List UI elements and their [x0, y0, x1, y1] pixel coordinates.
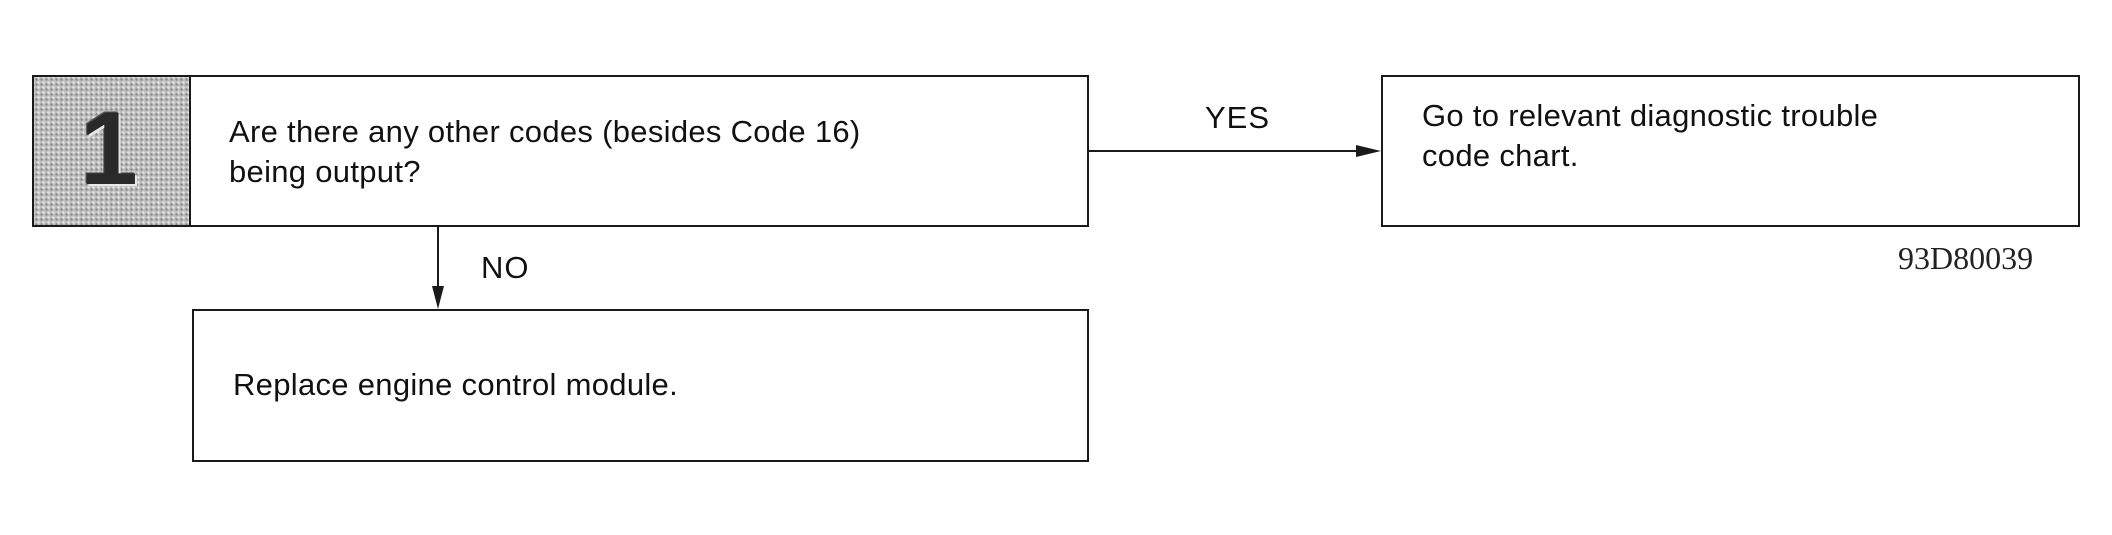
- step-question-text: Are there any other codes (besides Code …: [229, 114, 861, 189]
- step-1-question-box: 1 Are there any other codes (besides Cod…: [32, 75, 1089, 227]
- yes-result-box: Go to relevant diagnostic trouble code c…: [1381, 75, 2080, 227]
- step-number-cell: 1: [34, 77, 191, 225]
- figure-code: 93D80039: [1898, 240, 2034, 276]
- yes-branch-label: YES: [1205, 100, 1271, 135]
- no-result-box: Replace engine control module.: [192, 309, 1089, 462]
- step-number: 1: [80, 91, 138, 207]
- yes-result-text: Go to relevant diagnostic trouble code c…: [1422, 98, 1879, 173]
- no-result-text: Replace engine control module.: [233, 367, 678, 402]
- no-branch-label: NO: [481, 250, 530, 285]
- no-arrowhead: [432, 286, 444, 309]
- yes-arrowhead: [1356, 145, 1381, 157]
